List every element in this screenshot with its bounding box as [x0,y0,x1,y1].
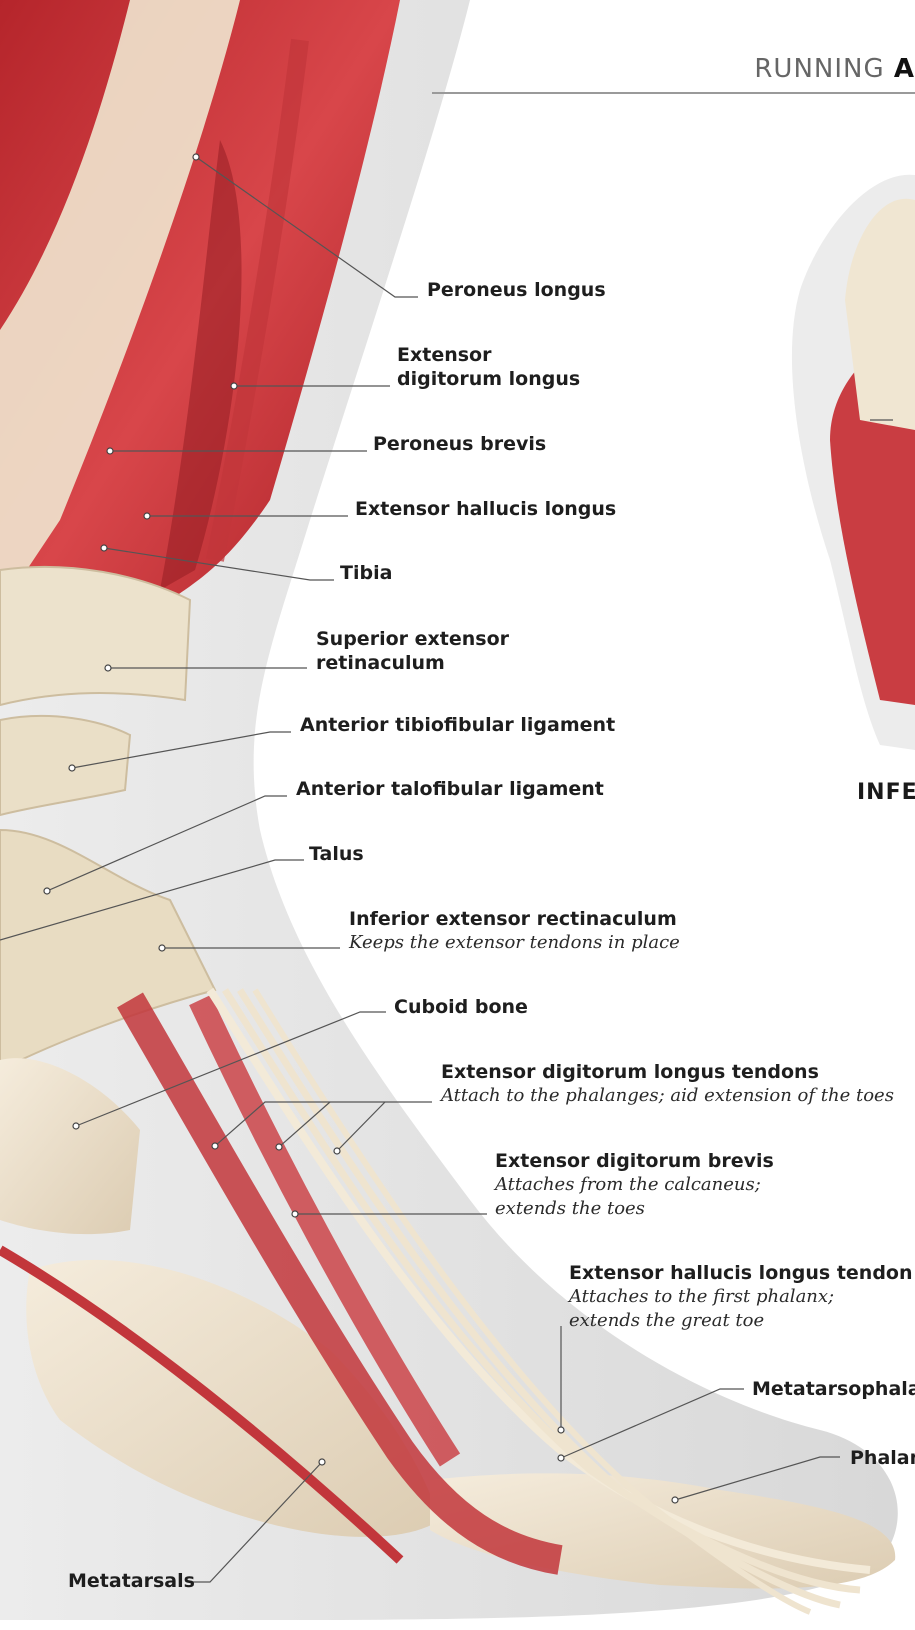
label-tibia: Tibia [340,561,392,585]
label-line: Superior extensor [316,627,509,651]
label-extensor-digitorum-brevis: Extensor digitorum brevis Attaches from … [495,1149,774,1221]
label-line: Extensor [397,343,580,367]
label-talus: Talus [309,842,364,866]
label-title: Extensor hallucis longus tendon [569,1261,913,1285]
label-description: Attaches to the first phalanx; [569,1285,913,1309]
label-extensor-hallucis-longus: Extensor hallucis longus [355,497,616,521]
label-extensor-hallucis-longus-tendon: Extensor hallucis longus tendon Attaches… [569,1261,913,1333]
header-rule [432,92,915,94]
label-inferior-extensor-retinaculum: Inferior extensor rectinaculum Keeps the… [349,907,680,955]
label-peroneus-brevis: Peroneus brevis [373,432,546,456]
label-description: Attaches from the calcaneus; [495,1173,774,1197]
label-title: Inferior extensor rectinaculum [349,907,680,931]
label-superior-extensor-retinaculum: Superior extensor retinaculum [316,627,509,675]
label-line: digitorum longus [397,367,580,391]
label-description: extends the toes [495,1197,774,1221]
label-title: Extensor digitorum longus tendons [441,1060,894,1084]
label-metatarsophalangeal: Metatarsophalang [752,1377,915,1401]
label-description: Keeps the extensor tendons in place [349,931,680,955]
label-description: extends the great toe [569,1309,913,1333]
label-extensor-digitorum-longus: Extensor digitorum longus [397,343,580,391]
page-header: RUNNING A [754,54,915,84]
label-phalanges: Phalan [850,1446,915,1470]
label-extensor-digitorum-longus-tendons: Extensor digitorum longus tendons Attach… [441,1060,894,1108]
label-anterior-talofibular-ligament: Anterior talofibular ligament [296,777,604,801]
header-section: RUNNING [754,54,884,84]
inferior-view-foot [792,175,915,750]
label-cuboid-bone: Cuboid bone [394,995,528,1019]
header-section-bold: A [894,54,915,84]
label-anterior-tibiofibular-ligament: Anterior tibiofibular ligament [300,713,615,737]
label-description: Attach to the phalanges; aid extension o… [441,1084,894,1108]
inferior-view-label: INFE [857,780,915,805]
label-title: Extensor digitorum brevis [495,1149,774,1173]
label-line: retinaculum [316,651,509,675]
label-metatarsals: Metatarsals [68,1569,195,1593]
label-peroneus-longus: Peroneus longus [427,278,606,302]
